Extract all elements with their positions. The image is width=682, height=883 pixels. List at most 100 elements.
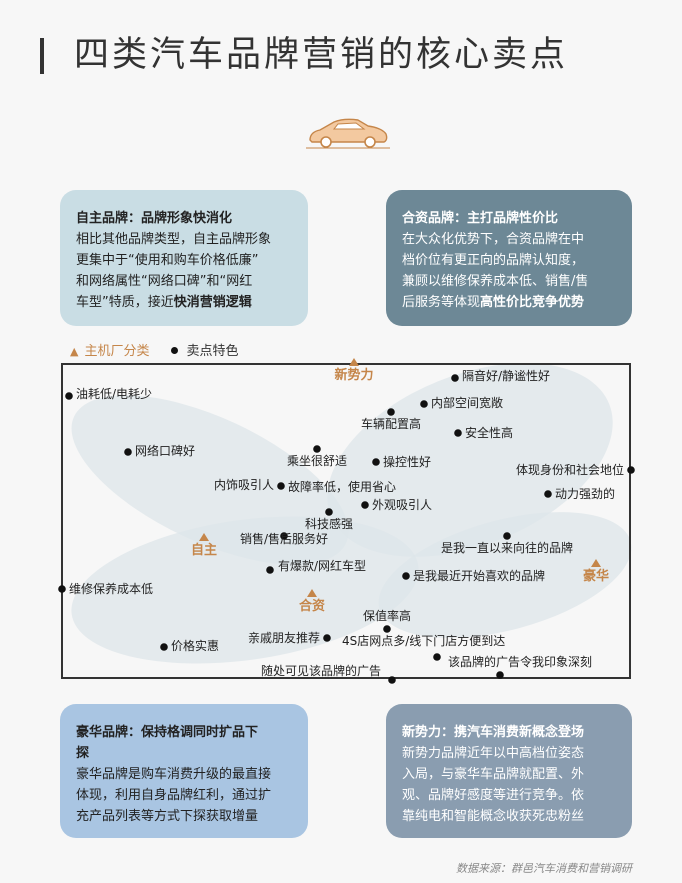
feature-dot xyxy=(323,634,331,642)
card-line-text: 车型”特质，接近 xyxy=(76,295,174,310)
feature-label: 故障率低，使用省心 xyxy=(288,479,396,494)
feature-label: 有爆款/网红车型 xyxy=(278,558,366,573)
feature-label: 外观吸引人 xyxy=(372,498,432,512)
category-triangle xyxy=(349,358,359,366)
card-line: 兼顾以维修保养成本低、销售/售 xyxy=(402,274,589,289)
category-label: 自主 xyxy=(191,542,217,558)
card-luxury: 豪华品牌：保持格调同时扩品下 探 豪华品牌是购车消费升级的最直接 体现，利用自身… xyxy=(60,704,308,838)
card-line: 更集中于“使用和购车价格低廉” xyxy=(76,253,259,268)
card-emphasis: 高性价比竞争优势 xyxy=(480,295,585,310)
feature-label: 该品牌的广告令我印象深刻 xyxy=(448,654,592,669)
feature-label: 价格实惠 xyxy=(171,638,219,653)
card-line: 靠纯电和智能概念收获死忠粉丝 xyxy=(402,809,585,824)
feature-dot xyxy=(383,625,391,633)
cluster-joint-venture xyxy=(71,516,419,664)
category-triangle xyxy=(307,589,317,597)
feature-label: 操控性好 xyxy=(383,454,431,469)
feature-dot xyxy=(277,482,285,490)
feature-label: 油耗低/电耗少 xyxy=(76,387,152,401)
feature-dot xyxy=(388,676,396,684)
card-line-text: 后服务等体现 xyxy=(402,295,481,310)
feature-dot xyxy=(160,643,168,651)
feature-dot xyxy=(313,445,321,453)
card-line: 车型”特质，接近快消营销逻辑 xyxy=(76,292,294,313)
legend-category-label: 主机厂分类 xyxy=(84,344,150,359)
feature-dot xyxy=(361,501,369,509)
card-domestic: 自主品牌：品牌形象快消化 相比其他品牌类型，自主品牌形象 更集中于“使用和购车价… xyxy=(60,190,308,326)
card-line: 观、品牌好感度等进行竞争。依 xyxy=(402,788,585,803)
card-line: 后服务等体现高性价比竞争优势 xyxy=(402,292,618,313)
feature-label: 科技感强 xyxy=(305,516,353,531)
feature-label: 乘坐很舒适 xyxy=(287,454,347,468)
card-heading: 新势力：携汽车消费新概念登场 xyxy=(402,725,585,740)
feature-dot xyxy=(266,566,274,574)
feature-label: 车辆配置高 xyxy=(361,416,421,431)
source-note: 数据来源：群邑汽车消费和营销调研 xyxy=(456,862,632,875)
legend-feature-label: 卖点特色 xyxy=(186,344,239,359)
feature-dot xyxy=(433,653,441,661)
feature-label: 是我最近开始喜欢的品牌 xyxy=(413,568,545,583)
feature-label: 随处可见该品牌的广告 xyxy=(261,663,381,678)
feature-dot xyxy=(65,392,73,400)
feature-label: 网络口碑好 xyxy=(135,443,195,458)
cluster-new-energy xyxy=(327,363,613,557)
feature-dot xyxy=(496,671,504,679)
category-label: 合资 xyxy=(299,598,325,614)
category-triangle xyxy=(591,559,601,567)
category-label: 豪华 xyxy=(583,568,609,584)
card-heading: 自主品牌：品牌形象快消化 xyxy=(76,211,233,226)
legend: ▲ 主机厂分类 卖点特色 xyxy=(70,340,239,359)
card-line: 相比其他品牌类型，自主品牌形象 xyxy=(76,232,272,247)
card-line: 体现，利用自身品牌红利，通过扩 xyxy=(76,788,272,803)
feature-dot xyxy=(325,508,333,516)
feature-label: 销售/售后服务好 xyxy=(240,531,328,546)
feature-dot xyxy=(124,448,132,456)
feature-points: 隔音好/静谧性好油耗低/电耗少内部空间宽敞车辆配置高安全性高网络口碑好乘坐很舒适… xyxy=(58,368,635,684)
card-new-energy: 新势力：携汽车消费新概念登场 新势力品牌近年以中高档位姿态 入局，与豪华车品牌就… xyxy=(386,704,632,838)
card-line: 和网络属性“网络口碑”和“网红 xyxy=(76,274,253,289)
feature-label: 隔音好/静谧性好 xyxy=(462,368,550,383)
feature-label: 是我一直以来向往的品牌 xyxy=(441,540,573,555)
category-triangle xyxy=(199,533,209,541)
feature-dot xyxy=(454,429,462,437)
page-title: 四类汽车品牌营销的核心卖点 xyxy=(74,35,569,75)
triangle-icon: ▲ xyxy=(70,345,79,358)
feature-label: 亲戚朋友推荐 xyxy=(248,631,320,645)
feature-dot xyxy=(503,532,511,540)
car-icon xyxy=(306,118,390,149)
feature-dot xyxy=(280,532,288,540)
card-line: 充产品列表等方式下探获取增量 xyxy=(76,809,259,824)
card-heading: 豪华品牌：保持格调同时扩品下 xyxy=(76,725,259,740)
feature-label: 4S店网点多/线下门店方便到达 xyxy=(342,633,505,648)
feature-dot xyxy=(544,490,552,498)
card-line: 在大众化优势下，合资品牌在中 xyxy=(402,232,585,247)
dot-icon xyxy=(171,347,179,354)
feature-dot xyxy=(627,466,635,474)
feature-label: 维修保养成本低 xyxy=(69,581,153,596)
card-line: 豪华品牌是购车消费升级的最直接 xyxy=(76,767,272,782)
feature-label: 体现身份和社会地位 xyxy=(516,462,624,477)
cluster-ellipses xyxy=(71,363,632,664)
card-emphasis: 快消营销逻辑 xyxy=(173,295,252,310)
feature-dot xyxy=(387,408,395,416)
feature-dot xyxy=(451,374,459,382)
card-heading-cont: 探 xyxy=(76,746,90,761)
feature-label: 动力强劲的 xyxy=(555,486,615,501)
feature-label: 安全性高 xyxy=(465,425,513,440)
card-joint-venture: 合资品牌：主打品牌性价比 在大众化优势下，合资品牌在中 档价位有更正向的品牌认知… xyxy=(386,190,632,326)
feature-dot xyxy=(58,585,66,593)
feature-dot xyxy=(402,572,410,580)
feature-label: 内部空间宽敞 xyxy=(431,395,503,410)
map-frame xyxy=(61,363,631,679)
title-accent-bar xyxy=(40,38,44,74)
feature-dot xyxy=(420,400,428,408)
card-line: 入局，与豪华车品牌就配置、外 xyxy=(402,767,585,782)
feature-label: 保值率高 xyxy=(363,608,411,623)
card-line: 档价位有更正向的品牌认知度， xyxy=(402,253,585,268)
feature-label: 内饰吸引人 xyxy=(214,478,274,492)
card-heading: 合资品牌：主打品牌性价比 xyxy=(402,211,559,226)
cluster-luxury xyxy=(378,512,632,638)
card-line: 新势力品牌近年以中高档位姿态 xyxy=(402,746,585,761)
